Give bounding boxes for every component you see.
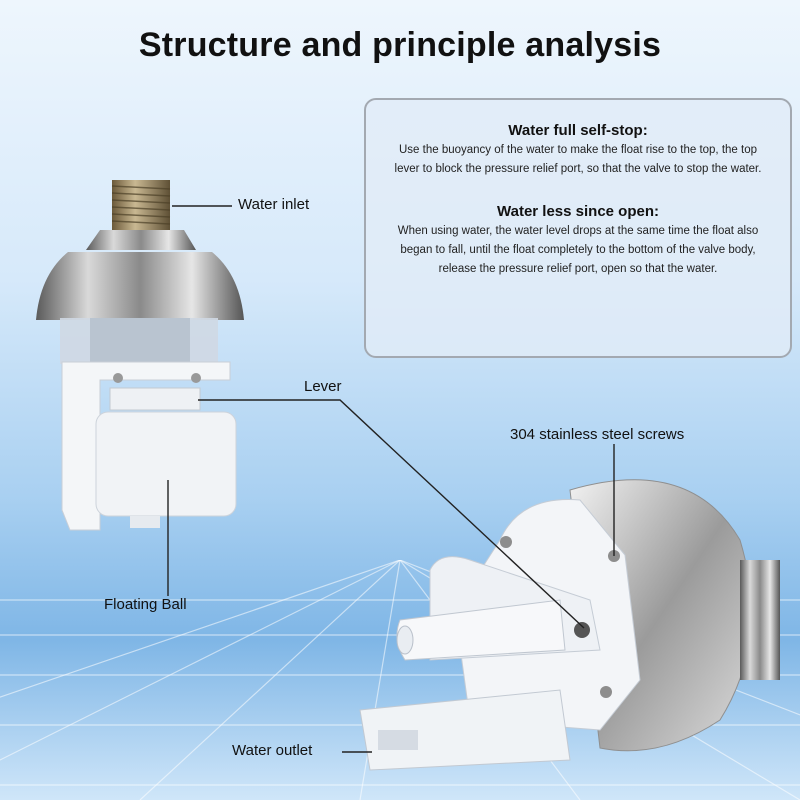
principle-info-box: Water full self-stop: Use the buoyancy o…: [364, 98, 792, 358]
valve-front-view: [359, 479, 780, 771]
water-full-text: Use the buoyancy of the water to make th…: [394, 144, 762, 175]
water-less-text: When using water, the water level drops …: [397, 225, 759, 275]
screws-label: 304 stainless steel screws: [510, 426, 685, 443]
page-title: Structure and principle analysis: [138, 26, 662, 64]
water-outlet-label: Water outlet: [232, 742, 313, 759]
water-full-heading: Water full self-stop:: [508, 122, 648, 139]
water-inlet-label: Water inlet: [238, 196, 310, 213]
lever-label: Lever: [304, 378, 342, 395]
valve-side-view: [36, 180, 244, 531]
water-less-heading: Water less since open:: [497, 203, 659, 220]
floating-ball-label: Floating Ball: [104, 596, 187, 613]
